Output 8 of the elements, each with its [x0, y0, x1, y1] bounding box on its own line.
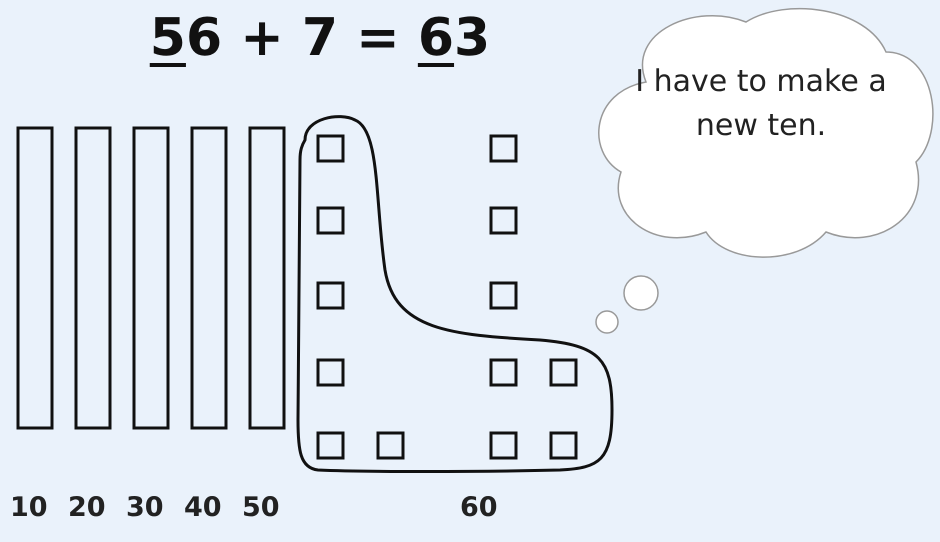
number-label: 10 — [10, 492, 48, 523]
number-label: 40 — [184, 492, 222, 523]
equation-title: 56 + 7 = 63 — [148, 8, 492, 68]
number-label: 50 — [242, 492, 280, 523]
number-label: 60 — [460, 492, 498, 523]
thought-text: I have to make a new ten. — [634, 63, 888, 145]
number-label: 30 — [126, 492, 164, 523]
number-label: 20 — [68, 492, 106, 523]
